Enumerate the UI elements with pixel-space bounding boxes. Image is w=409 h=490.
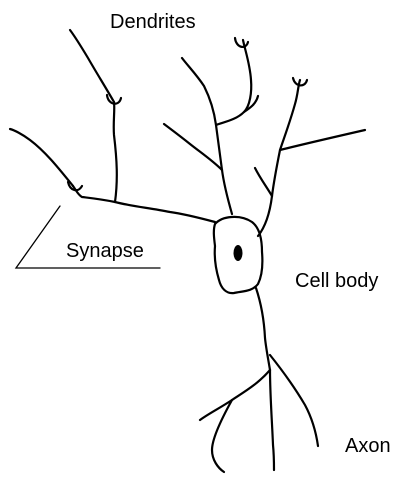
dendrite-right — [255, 78, 365, 236]
dendrite-left — [10, 30, 215, 222]
label-dendrites: Dendrites — [110, 11, 196, 33]
dendrite-center — [164, 38, 258, 214]
label-axon: Axon — [345, 435, 391, 457]
axon — [200, 288, 318, 472]
label-synapse: Synapse — [66, 240, 144, 262]
label-cell-body: Cell body — [295, 270, 378, 292]
nucleus — [234, 245, 243, 261]
